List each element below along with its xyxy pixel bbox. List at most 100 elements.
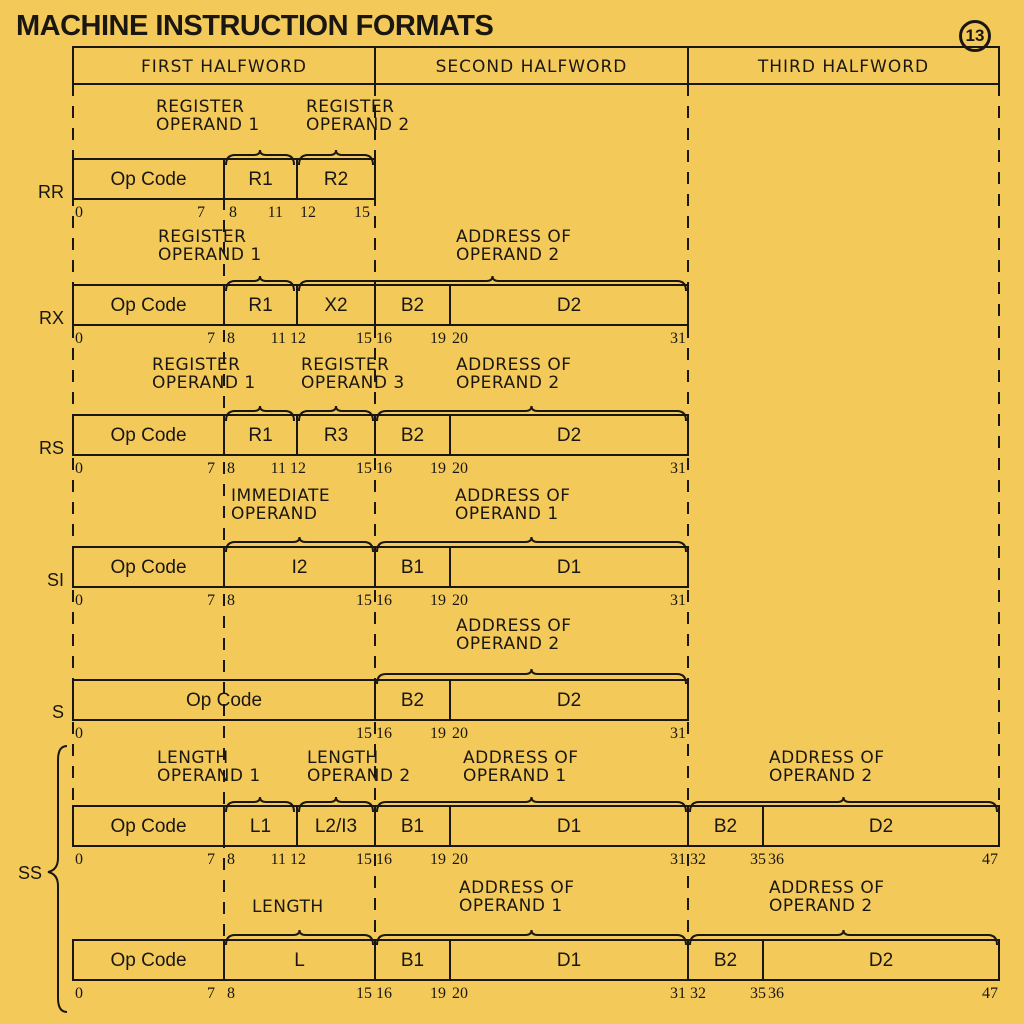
operand-label: OPERAND 1 <box>459 896 563 916</box>
operand-brace <box>298 275 687 292</box>
field-label: Op Code <box>186 690 262 711</box>
operand-label: OPERAND 1 <box>463 766 567 786</box>
bit-position: 19 <box>430 985 446 1002</box>
operand-label: OPERAND 2 <box>456 373 560 393</box>
bit-position: 8 <box>227 460 235 477</box>
page-title: MACHINE INSTRUCTION FORMATS <box>16 10 494 42</box>
field-cell <box>296 158 376 200</box>
field-label: L <box>294 950 305 971</box>
bit-position: 19 <box>430 592 446 609</box>
operand-brace <box>689 796 998 813</box>
field-label: B1 <box>401 816 424 837</box>
bit-position: 20 <box>452 985 468 1002</box>
field-label: R1 <box>248 295 272 316</box>
field-cell <box>449 284 689 326</box>
bit-position: 36 <box>768 851 784 868</box>
bit-position: 0 <box>75 725 83 742</box>
bit-position: 8 <box>227 985 235 1002</box>
operand-brace <box>225 796 295 813</box>
field-label: Op Code <box>110 425 186 446</box>
bit-position: 31 <box>670 460 686 477</box>
field-label: I2 <box>292 557 308 578</box>
operand-brace <box>376 796 687 813</box>
operand-brace <box>298 149 374 166</box>
halfword-label: FIRST HALFWORD <box>141 57 307 77</box>
operand-label: IMMEDIATE <box>231 486 330 506</box>
bit-position: 8 <box>227 851 235 868</box>
bit-position: 0 <box>75 851 83 868</box>
field-label: B2 <box>714 816 737 837</box>
operand-label: OPERAND 1 <box>152 373 256 393</box>
operand-label: REGISTER <box>306 97 394 117</box>
bit-position: 32 <box>690 851 706 868</box>
field-label: Op Code <box>110 950 186 971</box>
page-number-badge: 13 <box>959 20 991 52</box>
field-cell <box>762 805 1000 847</box>
bit-position: 0 <box>75 592 83 609</box>
operand-label: LENGTH <box>307 748 379 768</box>
operand-label: OPERAND 1 <box>156 115 260 135</box>
field-label: B2 <box>401 690 424 711</box>
operand-brace <box>376 929 687 946</box>
field-label: D2 <box>557 425 581 446</box>
bit-position: 12 <box>290 851 306 868</box>
field-cell <box>762 939 1000 981</box>
bit-position: 16 <box>376 851 392 868</box>
halfword-header <box>72 46 1000 85</box>
field-label: B2 <box>401 295 424 316</box>
field-cell <box>449 679 689 721</box>
field-label: D1 <box>557 950 581 971</box>
field-label: R3 <box>324 425 348 446</box>
operand-label: LENGTH <box>157 748 229 768</box>
bit-position: 15 <box>356 330 372 347</box>
bit-position: 15 <box>356 460 372 477</box>
operand-label: OPERAND 1 <box>157 766 261 786</box>
bit-position: 7 <box>207 460 215 477</box>
bit-position: 8 <box>229 204 237 221</box>
operand-brace <box>298 405 374 422</box>
bit-position: 11 <box>271 851 286 868</box>
operand-brace <box>298 796 374 813</box>
field-label: L2/I3 <box>315 816 357 837</box>
bit-position: 31 <box>670 725 686 742</box>
operand-label: ADDRESS OF <box>459 878 575 898</box>
bit-position: 15 <box>356 851 372 868</box>
bit-position: 36 <box>768 985 784 1002</box>
operand-brace <box>689 929 998 946</box>
operand-brace <box>225 929 374 946</box>
field-label: R1 <box>248 169 272 190</box>
bit-position: 20 <box>452 592 468 609</box>
operand-label: ADDRESS OF <box>463 748 579 768</box>
bit-position: 19 <box>430 725 446 742</box>
bit-position: 0 <box>75 330 83 347</box>
operand-label: ADDRESS OF <box>455 486 571 506</box>
ss-group-brace <box>47 745 68 1013</box>
field-cell <box>449 414 689 456</box>
field-label: D2 <box>557 295 581 316</box>
field-label: R2 <box>324 169 348 190</box>
bit-position: 19 <box>430 330 446 347</box>
operand-label: ADDRESS OF <box>769 878 885 898</box>
field-label: B1 <box>401 950 424 971</box>
bit-position: 20 <box>452 851 468 868</box>
bit-position: 31 <box>670 330 686 347</box>
field-label: B2 <box>714 950 737 971</box>
bit-position: 0 <box>75 985 83 1002</box>
bit-position: 16 <box>376 592 392 609</box>
bit-position: 35 <box>750 985 766 1002</box>
bit-position: 7 <box>207 330 215 347</box>
operand-brace <box>376 405 687 422</box>
field-label: B1 <box>401 557 424 578</box>
field-label: R1 <box>248 425 272 446</box>
operand-brace <box>225 405 295 422</box>
operand-label: OPERAND 2 <box>306 115 410 135</box>
operand-label: ADDRESS OF <box>456 355 572 375</box>
bit-position: 7 <box>207 851 215 868</box>
bit-position: 15 <box>356 592 372 609</box>
field-label: D2 <box>869 950 893 971</box>
operand-label: REGISTER <box>156 97 244 117</box>
field-label: Op Code <box>110 557 186 578</box>
halfword-label: THIRD HALFWORD <box>757 57 929 77</box>
